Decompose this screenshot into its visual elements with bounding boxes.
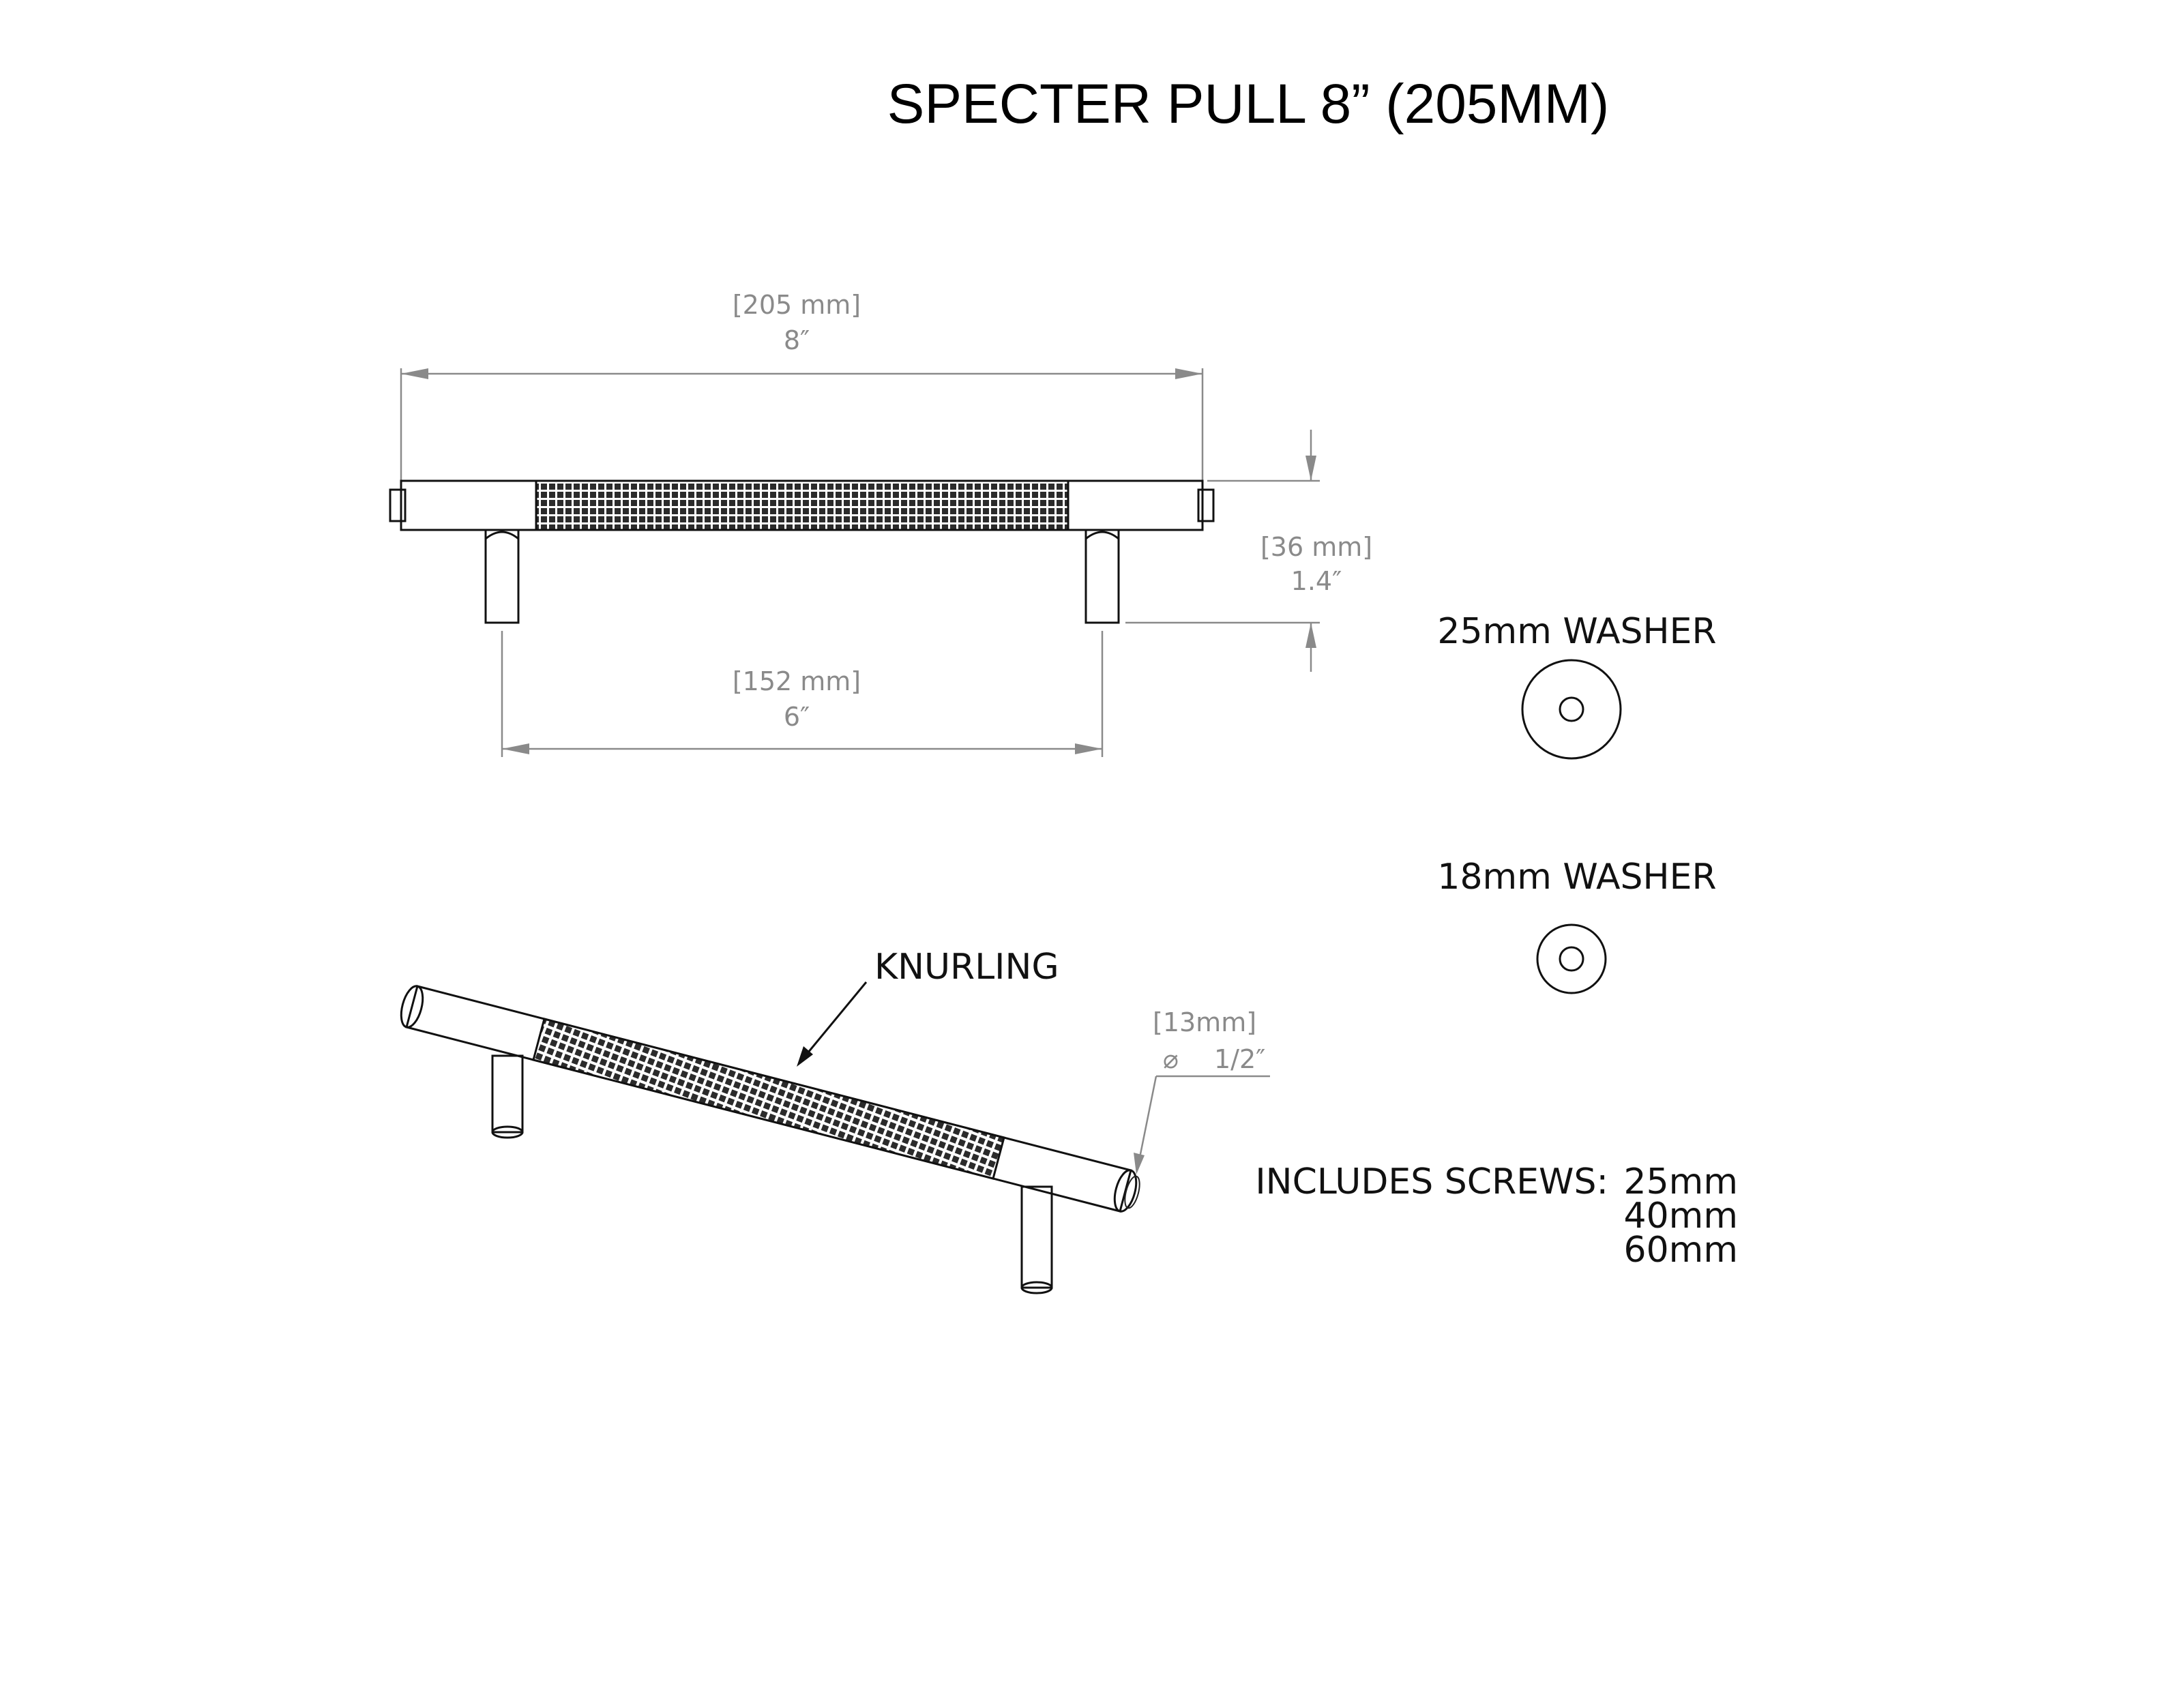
center-to-center-imperial: 6″ xyxy=(784,702,810,732)
diameter-metric: [13mm] xyxy=(1153,1007,1256,1037)
knurling-callout: KNURLING xyxy=(797,947,1059,1067)
washer-25mm: 25mm WASHER xyxy=(1437,611,1717,760)
screws-note: INCLUDES SCREWS: 25mm 40mm 60mm xyxy=(1255,1161,1738,1271)
overall-length-dimension: [205 mm] 8″ xyxy=(400,290,1204,491)
screw-size-60: 60mm xyxy=(1624,1230,1738,1271)
overall-length-imperial: 8″ xyxy=(784,325,810,355)
washer-18mm: 18mm WASHER xyxy=(1437,857,1717,994)
knurled-grip-front xyxy=(535,479,1069,531)
page-title: SPECTER PULL 8” (205MM) xyxy=(887,73,1610,135)
knurled-grip-iso xyxy=(532,1018,1005,1180)
center-to-center-dimension: [152 mm] 6″ xyxy=(501,631,1104,757)
knurling-label: KNURLING xyxy=(874,947,1059,988)
washer-25mm-label: 25mm WASHER xyxy=(1437,611,1716,652)
overall-length-metric: [205 mm] xyxy=(733,290,861,320)
screw-size-40: 40mm xyxy=(1624,1196,1738,1237)
center-to-center-metric: [152 mm] xyxy=(733,666,861,696)
isometric-view: KNURLING [13mm] ⌀ 1/2″ xyxy=(400,947,1270,1294)
projection-metric: [36 mm] xyxy=(1260,532,1372,562)
projection-imperial: 1.4″ xyxy=(1291,566,1342,596)
projection-dimension: [36 mm] 1.4″ xyxy=(1125,430,1372,672)
pull-bar-front xyxy=(389,479,1215,624)
screws-label: INCLUDES SCREWS: xyxy=(1255,1161,1608,1202)
diameter-callout: [13mm] ⌀ 1/2″ xyxy=(1134,1007,1270,1174)
washer-18mm-label: 18mm WASHER xyxy=(1437,857,1716,898)
screw-size-25: 25mm xyxy=(1624,1161,1738,1202)
diameter-imperial: 1/2″ xyxy=(1214,1044,1265,1074)
front-view: [205 mm] 8″ [36 mm] 1.4″ xyxy=(389,290,1372,757)
diameter-symbol: ⌀ xyxy=(1163,1044,1179,1074)
